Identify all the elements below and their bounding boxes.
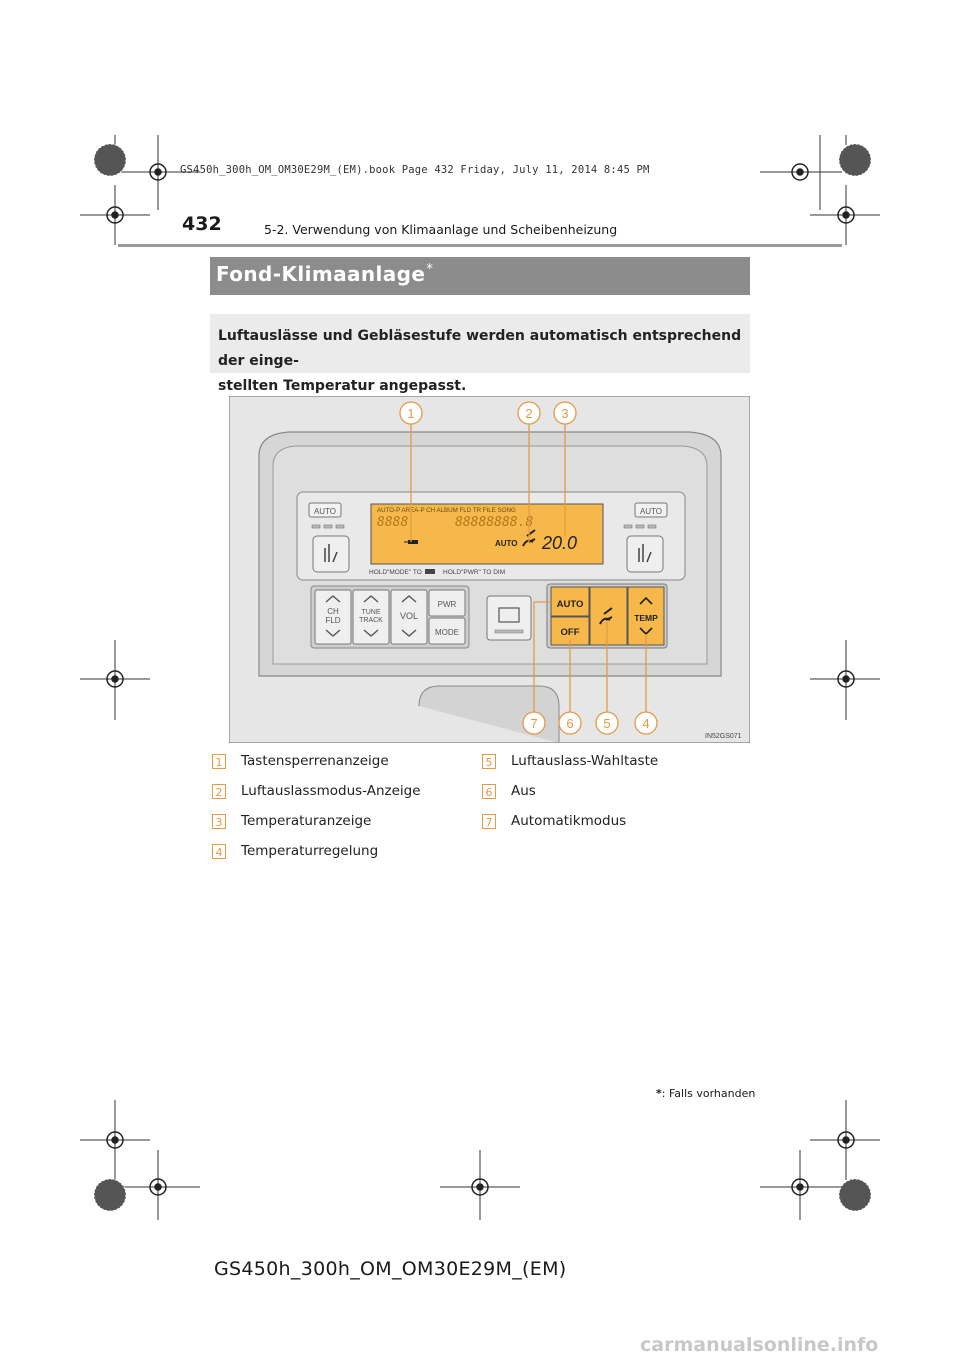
callout-5: 5 bbox=[603, 716, 610, 731]
legend-number: 3 bbox=[212, 813, 226, 829]
legend-number: 1 bbox=[212, 753, 226, 769]
page-title: Fond-Klimaanlage* bbox=[210, 257, 750, 295]
lcd-top-line: AUTO-P AREA-P CH ALBUM FLD TR FILE SONG bbox=[377, 507, 516, 514]
legend-label: Temperaturregelung bbox=[241, 843, 379, 859]
legend-label: Temperaturanzeige bbox=[241, 813, 372, 829]
callout-1: 1 bbox=[407, 406, 414, 421]
auto-right-label: AUTO bbox=[640, 507, 662, 516]
legend-item: 5 Luftauslass-Wahltaste bbox=[482, 753, 658, 769]
btn-climate-off-label: OFF bbox=[561, 627, 580, 638]
legend-number: 5 bbox=[482, 753, 496, 769]
rear-climate-panel-figure: AUTO AUTO AUTO-P AREA-P CH ALBUM FLD TR … bbox=[229, 396, 750, 743]
legend-number: 7 bbox=[482, 813, 496, 829]
footer-document-code: GS450h_300h_OM_OM30E29M_(EM) bbox=[214, 1258, 567, 1280]
btn-track-label: TRACK bbox=[359, 617, 383, 624]
legend-item: 4 Temperaturregelung bbox=[212, 843, 378, 859]
legend-number: 4 bbox=[212, 843, 226, 859]
page-number: 432 bbox=[182, 213, 222, 235]
btn-climate-auto-label: AUTO bbox=[557, 599, 584, 610]
btn-temp-label: TEMP bbox=[634, 613, 658, 623]
legend-item: 6 Aus bbox=[482, 783, 536, 799]
footnote: *: Falls vorhanden bbox=[656, 1087, 755, 1100]
lcd-segments-right: 88888888.8 bbox=[455, 515, 533, 530]
auto-left-label: AUTO bbox=[314, 507, 336, 516]
legend-item: 1 Tastensperrenanzeige bbox=[212, 753, 389, 769]
callout-3: 3 bbox=[561, 406, 568, 421]
lcd-temperature: 20.0 bbox=[541, 533, 577, 553]
page-title-marker: * bbox=[426, 262, 434, 277]
btn-pwr-label: PWR bbox=[438, 600, 457, 609]
figure-image-code: IN52GS071 bbox=[705, 733, 742, 740]
footnote-marker: * bbox=[656, 1087, 662, 1100]
legend-label: Luftauslass-Wahltaste bbox=[511, 753, 659, 769]
lcd-hold-mode: HOLD"MODE" TO bbox=[369, 569, 422, 576]
legend-item: 3 Temperaturanzeige bbox=[212, 813, 371, 829]
footer-watermark: carmanualsonline.info bbox=[640, 1334, 879, 1356]
legend-number: 2 bbox=[212, 783, 226, 799]
legend-label: Aus bbox=[511, 783, 536, 799]
lcd-hold-pwr: HOLD"PWR" TO DIM bbox=[443, 569, 505, 576]
lcd-auto-label: AUTO bbox=[495, 539, 518, 548]
btn-ch-label: CH bbox=[327, 607, 339, 616]
intro-line-1: Luftauslässe und Gebläsestufe werden aut… bbox=[218, 328, 742, 369]
callout-2: 2 bbox=[525, 406, 532, 421]
btn-vol-label: VOL bbox=[400, 611, 418, 621]
legend-label: Luftauslassmodus-Anzeige bbox=[241, 783, 421, 799]
btn-mode-label: MODE bbox=[435, 628, 459, 637]
intro-line-2: stellten Temperatur angepasst. bbox=[218, 378, 467, 394]
callout-7: 7 bbox=[530, 716, 537, 731]
callout-4: 4 bbox=[642, 716, 649, 731]
btn-tune-label: TUNE bbox=[361, 609, 380, 616]
section-title: 5-2. Verwendung von Klimaanlage und Sche… bbox=[264, 222, 618, 237]
legend-item: 2 Luftauslassmodus-Anzeige bbox=[212, 783, 421, 799]
header-rule bbox=[118, 244, 842, 247]
print-header: GS450h_300h_OM_OM30E29M_(EM).book Page 4… bbox=[180, 164, 650, 176]
lcd-segments-left: 8888 bbox=[377, 515, 408, 530]
footnote-text: : Falls vorhanden bbox=[661, 1087, 756, 1100]
legend-number: 6 bbox=[482, 783, 496, 799]
legend-label: Tastensperrenanzeige bbox=[241, 753, 389, 769]
callout-6: 6 bbox=[566, 716, 573, 731]
intro-box: Luftauslässe und Gebläsestufe werden aut… bbox=[210, 314, 750, 394]
btn-fld-label: FLD bbox=[325, 616, 340, 625]
legend-label: Automatikmodus bbox=[511, 813, 627, 829]
legend-item: 7 Automatikmodus bbox=[482, 813, 626, 829]
page-title-text: Fond-Klimaanlage bbox=[216, 262, 426, 286]
